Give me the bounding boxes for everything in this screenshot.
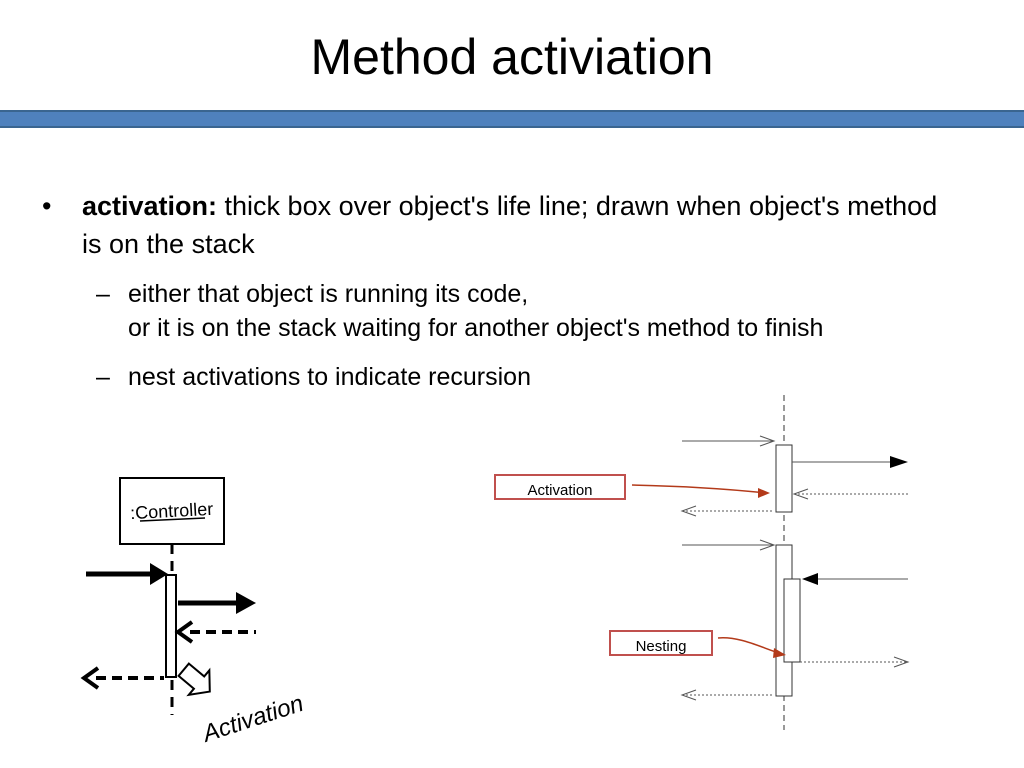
incoming-call-arrow [86, 563, 168, 585]
activation-box-upper [775, 444, 793, 513]
subbullet-marker: – [96, 363, 110, 391]
slide-title: Method activiation [310, 29, 714, 85]
return-dashed-arrow-in [174, 620, 256, 644]
subbullet-either: – either that object is running its code… [96, 277, 1016, 345]
subbullet-marker: – [96, 280, 110, 308]
bullet-description: thick box over object's life line; drawn… [82, 191, 938, 259]
subbullet-text-line2: or it is on the stack waiting for anothe… [128, 314, 824, 342]
title-divider-bar [0, 110, 1024, 128]
bullet-text: activation: thick box over object's life… [82, 187, 942, 263]
recursive-call-message [802, 573, 908, 585]
nested-return-message [800, 656, 910, 668]
lower-return-out [680, 689, 774, 701]
controller-object-box: :Controller [119, 477, 225, 545]
activation-callout: Activation [494, 474, 770, 500]
outgoing-call-arrow [178, 592, 256, 614]
nesting-callout: Nesting [609, 630, 786, 658]
upper-return-out [680, 505, 774, 517]
subbullet-text: nest activations to indicate recursion [128, 363, 531, 391]
return-dashed-arrow-out [80, 666, 164, 690]
subbullet-nest: – nest activations to indicate recursion [96, 360, 1016, 394]
bullet-activation: • activation: thick box over object's li… [42, 187, 942, 263]
activation-callout-label: Activation [527, 482, 592, 499]
nesting-callout-label: Nesting [636, 638, 687, 655]
subbullet-text-line1: either that object is running its code, [128, 280, 529, 308]
nested-activation-box [783, 578, 801, 663]
bullet-term: activation: [82, 191, 218, 221]
lower-incoming-message [682, 539, 776, 551]
controller-activation-box [165, 574, 177, 678]
upper-return-in [792, 488, 908, 500]
upper-incoming-message [682, 435, 776, 447]
upper-outgoing-message [792, 456, 908, 468]
hand-drawn-pointer-arrow [177, 662, 211, 697]
bullet-marker: • [42, 191, 52, 221]
